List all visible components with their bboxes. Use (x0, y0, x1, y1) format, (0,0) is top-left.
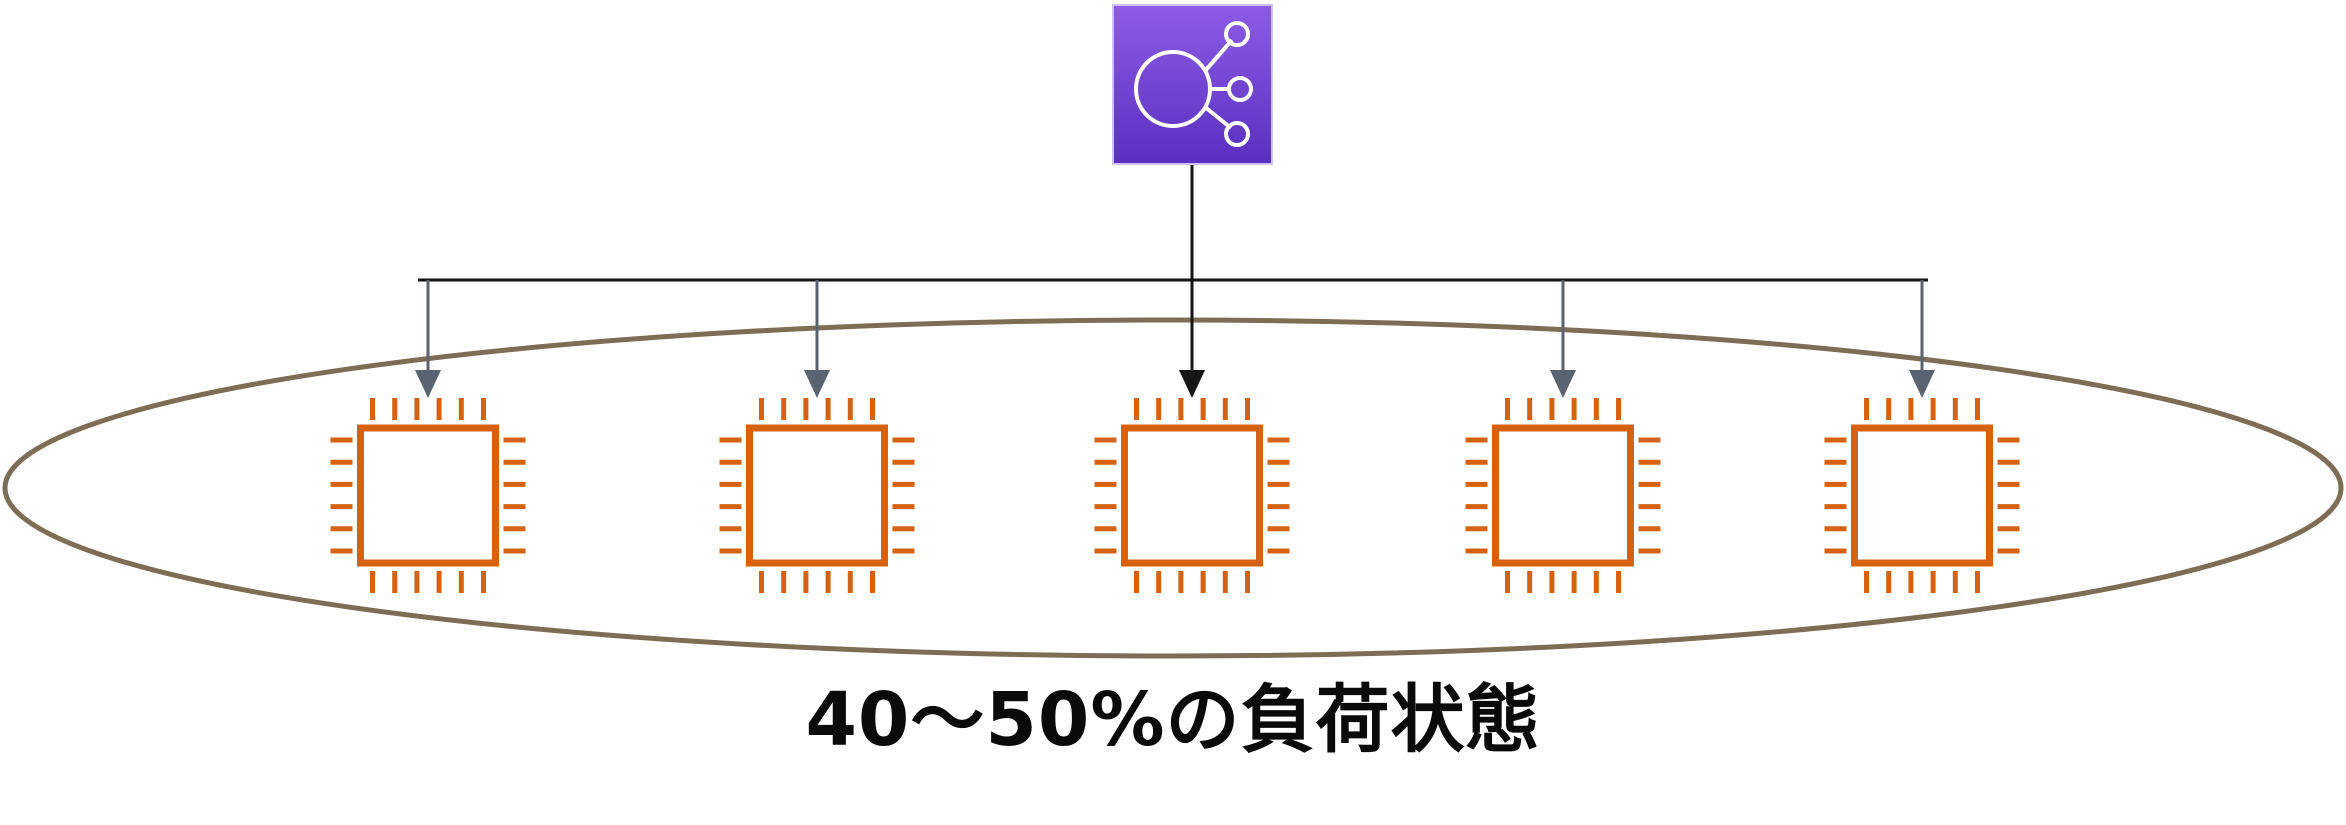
instance-chip-body (746, 424, 888, 567)
load-balancer-target-node-mid (1227, 76, 1253, 102)
connector-arrow-head (1550, 370, 1576, 398)
load-balancer-branch-top (1203, 38, 1234, 73)
instance-chip-body (357, 424, 499, 567)
instance-group-ellipse (2, 317, 2344, 659)
ec2-instance-icon[interactable] (1094, 398, 1290, 593)
connector-lines (418, 165, 1928, 372)
instance-chip-body (1492, 424, 1634, 567)
connector-arrow (415, 280, 441, 398)
load-balancer-icon[interactable] (1112, 4, 1273, 165)
ec2-instance-icon[interactable] (719, 398, 915, 593)
instance-chip-body (1851, 424, 1993, 567)
instance-chip-body (1121, 424, 1263, 567)
connector-arrow-head (804, 370, 830, 398)
load-balancer-branch-bottom (1203, 105, 1233, 130)
load-balancer-target-node-top (1224, 21, 1250, 47)
instances-layer (330, 280, 2020, 593)
connector-arrow-head (1909, 370, 1935, 398)
load-balancer-target-node-bottom (1224, 121, 1250, 147)
connector-arrow (1550, 280, 1576, 398)
load-state-caption: 40〜50%の負荷状態 (805, 677, 1541, 763)
connector-arrow (1909, 280, 1935, 398)
ec2-instance-icon[interactable] (1824, 398, 2020, 593)
connector-arrow-head (1179, 370, 1205, 398)
connector-arrow (804, 280, 830, 398)
connector-arrow (1179, 370, 1205, 398)
ec2-instance-icon[interactable] (1465, 398, 1661, 593)
ec2-instance-icon[interactable] (330, 398, 526, 593)
connector-arrow-head (415, 370, 441, 398)
